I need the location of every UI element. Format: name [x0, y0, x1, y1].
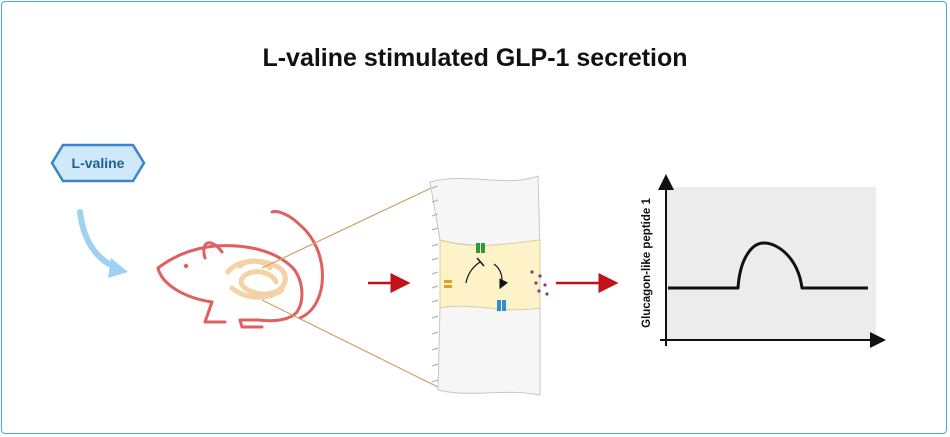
- ingestion-arrow: [77, 209, 128, 278]
- figure-title: L-valine stimulated GLP-1 secretion: [262, 44, 688, 72]
- orange-channel-icon: [444, 280, 452, 288]
- mouse-icon: [156, 210, 324, 329]
- y-axis-label: Glucagon-like peptide 1: [641, 198, 653, 328]
- zoom-line-bottom: [261, 299, 449, 393]
- epithelium-zoom: [429, 175, 549, 396]
- zoom-line-top: [261, 179, 449, 269]
- inhibition-arrow: [465, 261, 481, 284]
- l-valine-badge: L-valine: [50, 143, 146, 183]
- l-valine-label: L-valine: [72, 155, 125, 171]
- graph-background: [666, 187, 876, 340]
- glp1-response-curve: [668, 241, 868, 290]
- activation-arrow: [493, 263, 509, 290]
- glp1-response-graph: Glucagon-like peptide 1: [641, 174, 886, 348]
- gut-icon: [225, 258, 288, 300]
- blue-channel-icon: [497, 300, 506, 311]
- green-channel-icon: [476, 243, 485, 253]
- glp1-granules: [530, 270, 549, 296]
